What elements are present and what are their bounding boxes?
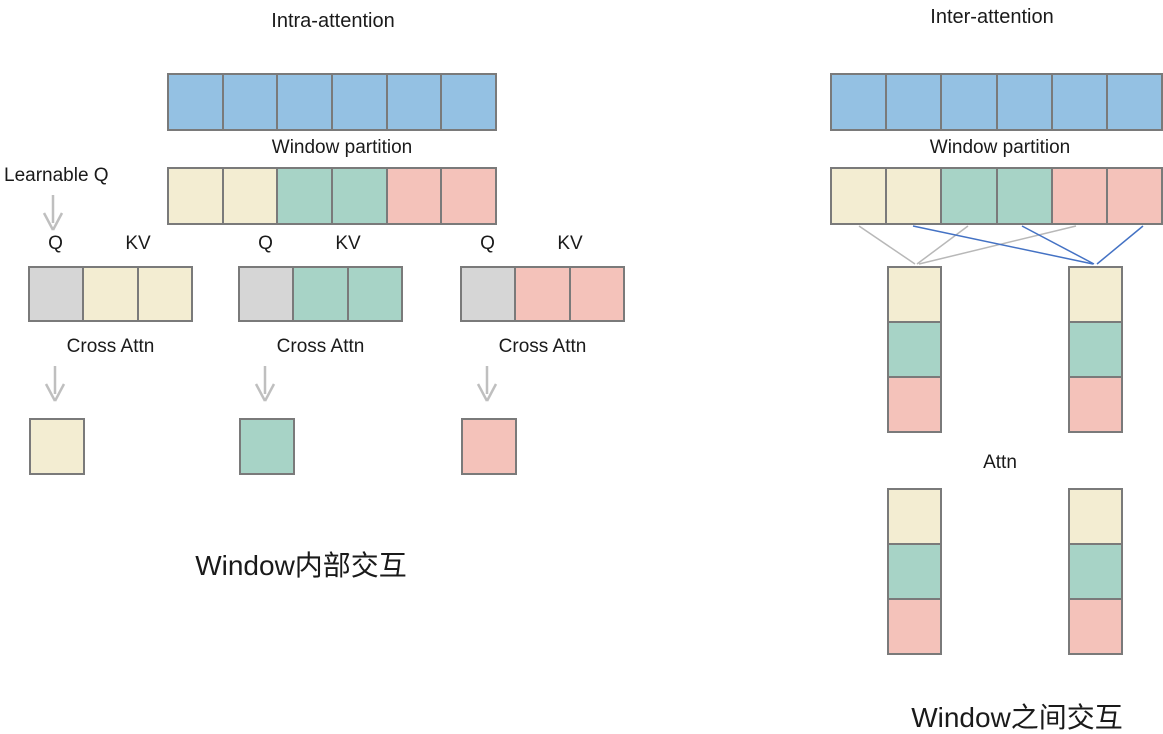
down-arrow-icon (254, 366, 276, 402)
blue-token-cell (440, 73, 498, 131)
pink-token-cell (887, 376, 942, 433)
pink-token-cell (887, 598, 942, 655)
intra-window-partition-bar (167, 167, 498, 225)
cream-token-cell (221, 167, 279, 225)
blue-token-cell (167, 73, 224, 131)
blue-token-cell (1050, 73, 1108, 131)
down-arrow-icon (476, 366, 498, 402)
attn-output-column-left (887, 488, 942, 655)
teal-token-cell (276, 167, 334, 225)
blue-token-cell (940, 73, 998, 131)
blue-token-cell (385, 73, 443, 131)
output-token-window2 (239, 418, 295, 475)
cream-token-cell (136, 266, 193, 322)
output-token-window3 (461, 418, 517, 475)
pink-token-cell (568, 266, 625, 322)
intra-caption: Window内部交互 (195, 550, 407, 581)
kv-label: KV (557, 233, 583, 254)
intra-window-partition-label: Window partition (271, 137, 413, 158)
intra-input-token-bar (167, 73, 498, 131)
qkv-row-window1 (28, 266, 193, 322)
attn-label: Attn (983, 452, 1017, 473)
cream-token-cell (887, 266, 942, 323)
inter-attention-title: Inter-attention (930, 6, 1054, 28)
cream-token-cell (1068, 488, 1123, 545)
cross-attn-label: Cross Attn (276, 336, 365, 357)
q-label: Q (48, 233, 63, 254)
inter-window-partition-bar (830, 167, 1163, 225)
output-token-window1 (29, 418, 85, 475)
pink-token-cell (1068, 376, 1123, 433)
teal-token-cell (239, 418, 295, 475)
attn-output-column-right (1068, 488, 1123, 655)
cross-attn-label: Cross Attn (66, 336, 155, 357)
teal-token-cell (995, 167, 1053, 225)
down-arrow-icon (44, 366, 66, 402)
pink-token-cell (1105, 167, 1163, 225)
pink-token-cell (1068, 598, 1123, 655)
blue-token-cell (1105, 73, 1163, 131)
teal-token-cell (331, 167, 388, 225)
teal-token-cell (292, 266, 349, 322)
teal-token-cell (1068, 543, 1123, 600)
cream-token-cell (887, 488, 942, 545)
blue-token-cell (331, 73, 388, 131)
gathered-column-right (1068, 266, 1123, 433)
down-arrow-icon (42, 195, 64, 231)
gray-token-cell (238, 266, 295, 322)
gray-token-cell (460, 266, 517, 322)
cream-token-cell (29, 418, 85, 475)
inter-caption: Window之间交互 (911, 702, 1123, 733)
pink-token-cell (385, 167, 443, 225)
cream-token-cell (885, 167, 943, 225)
gray-token-cell (28, 266, 85, 322)
qkv-row-window2 (238, 266, 403, 322)
cream-token-cell (82, 266, 139, 322)
blue-token-cell (885, 73, 943, 131)
blue-token-cell (995, 73, 1053, 131)
gathered-column-left (887, 266, 942, 433)
cross-attn-label: Cross Attn (498, 336, 587, 357)
teal-token-cell (346, 266, 403, 322)
q-label: Q (480, 233, 495, 254)
teal-token-cell (940, 167, 998, 225)
blue-token-cell (276, 73, 334, 131)
cream-token-cell (830, 167, 888, 225)
q-label: Q (258, 233, 273, 254)
intra-attention-title: Intra-attention (271, 10, 395, 32)
pink-token-cell (461, 418, 517, 475)
cream-token-cell (167, 167, 224, 225)
teal-token-cell (1068, 321, 1123, 378)
pink-token-cell (440, 167, 498, 225)
pink-token-cell (514, 266, 571, 322)
learnable-q-label: Learnable Q (4, 165, 109, 186)
qkv-row-window3 (460, 266, 625, 322)
kv-label: KV (335, 233, 361, 254)
teal-token-cell (887, 321, 942, 378)
blue-token-cell (830, 73, 888, 131)
blue-token-cell (221, 73, 279, 131)
pink-token-cell (1050, 167, 1108, 225)
inter-input-token-bar (830, 73, 1163, 131)
cream-token-cell (1068, 266, 1123, 323)
teal-token-cell (887, 543, 942, 600)
kv-label: KV (125, 233, 151, 254)
inter-window-partition-label: Window partition (929, 137, 1071, 158)
